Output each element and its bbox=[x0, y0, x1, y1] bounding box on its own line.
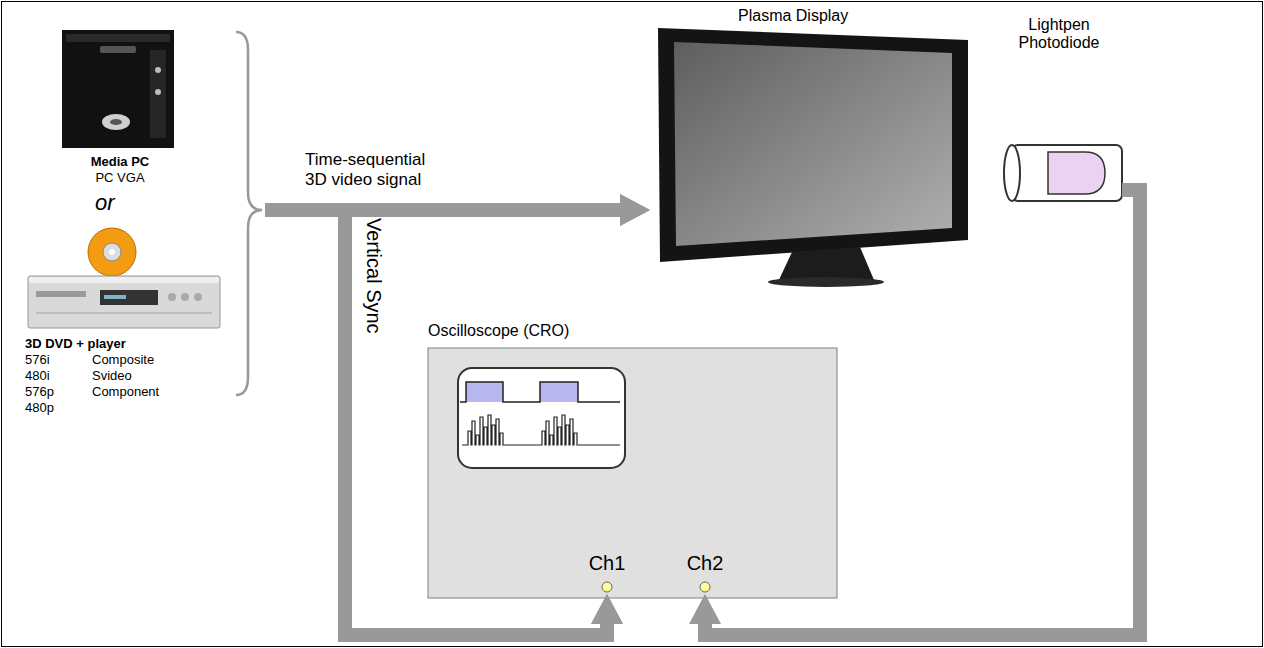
pc-badge-centre bbox=[110, 119, 122, 125]
sync-pulse bbox=[466, 382, 503, 402]
pen-end bbox=[1004, 145, 1020, 201]
disc-hub bbox=[103, 243, 121, 261]
input-jack-dot bbox=[602, 582, 612, 592]
light-trace bbox=[462, 415, 620, 445]
pc-button bbox=[155, 89, 161, 95]
oscilloscope-screen bbox=[458, 368, 625, 468]
disc-tray bbox=[36, 291, 86, 297]
disc-picture bbox=[88, 228, 136, 276]
plasma-display: Plasma Display bbox=[650, 5, 975, 290]
pen-body bbox=[1012, 145, 1122, 201]
oscilloscope-picture bbox=[428, 348, 837, 598]
node-text: Plasma Display bbox=[738, 7, 848, 25]
pc-case bbox=[62, 30, 174, 148]
node-text: Composite bbox=[92, 353, 154, 368]
signal-label: Time-sequential 3D video signal bbox=[305, 150, 440, 189]
tv-stand bbox=[778, 247, 874, 282]
disc bbox=[88, 228, 136, 276]
bracket bbox=[236, 32, 262, 395]
channel-input: Ch1 bbox=[587, 552, 627, 594]
sync-trace bbox=[460, 382, 620, 402]
sync-pulse bbox=[540, 382, 578, 402]
player-button bbox=[168, 293, 176, 301]
display-segment bbox=[104, 295, 126, 299]
tv-screen bbox=[674, 42, 952, 246]
tv-bezel bbox=[658, 28, 968, 262]
node-text: Ch2 bbox=[685, 552, 725, 575]
node-text: PC VGA bbox=[20, 171, 220, 186]
signal-wire bbox=[705, 190, 1140, 635]
node-text: 576i bbox=[25, 353, 50, 368]
note-label: or bbox=[95, 190, 115, 215]
node-text: 576p bbox=[25, 385, 54, 400]
player-body bbox=[28, 276, 220, 328]
disc-hole bbox=[109, 249, 115, 255]
input-jack bbox=[685, 580, 725, 594]
photodiode: Lightpen Photodiode bbox=[995, 12, 1122, 212]
node-text: Oscilloscope (CRO) bbox=[428, 322, 569, 340]
node-text: Component bbox=[92, 385, 159, 400]
plasma-display-picture bbox=[658, 28, 968, 287]
signal-label: Vertical Sync bbox=[362, 218, 385, 334]
photodiode-lens bbox=[1048, 152, 1105, 194]
photodiode-picture bbox=[1004, 145, 1122, 201]
node-text: 480i bbox=[25, 369, 50, 384]
media-pc-picture bbox=[62, 30, 174, 148]
pc-button bbox=[155, 67, 161, 73]
pc-top-edge bbox=[66, 34, 170, 42]
player-trim bbox=[36, 312, 212, 314]
signal-wire bbox=[265, 210, 607, 635]
player-button bbox=[181, 293, 189, 301]
pc-badge bbox=[102, 114, 130, 130]
oscilloscope: Oscilloscope (CRO) Ch1 Ch2 bbox=[428, 320, 837, 598]
player-button bbox=[194, 293, 202, 301]
node-text: 480p bbox=[25, 401, 54, 416]
input-jack-dot bbox=[700, 582, 710, 592]
dvd-source: 3D DVD + player576i Composite 480i Svideo 57… bbox=[20, 210, 265, 420]
oscilloscope-case bbox=[428, 348, 837, 598]
node-text: Lightpen Photodiode bbox=[1007, 16, 1111, 53]
signal-wire bbox=[265, 210, 607, 635]
media-pc: Media PCPC VGA bbox=[20, 25, 265, 210]
pc-logo bbox=[100, 46, 136, 53]
player-top bbox=[29, 277, 219, 283]
node-text: Media PC bbox=[20, 155, 220, 170]
dvd-player-picture bbox=[28, 276, 220, 328]
node-text: Ch1 bbox=[587, 552, 627, 575]
player-display bbox=[100, 290, 158, 305]
node-text: Svideo bbox=[92, 369, 132, 384]
tv-base bbox=[768, 277, 884, 287]
input-jack bbox=[587, 580, 627, 594]
channel-input: Ch2 bbox=[685, 552, 725, 594]
node-text: 3D DVD + player bbox=[25, 337, 126, 352]
pc-side-strip bbox=[150, 50, 166, 138]
